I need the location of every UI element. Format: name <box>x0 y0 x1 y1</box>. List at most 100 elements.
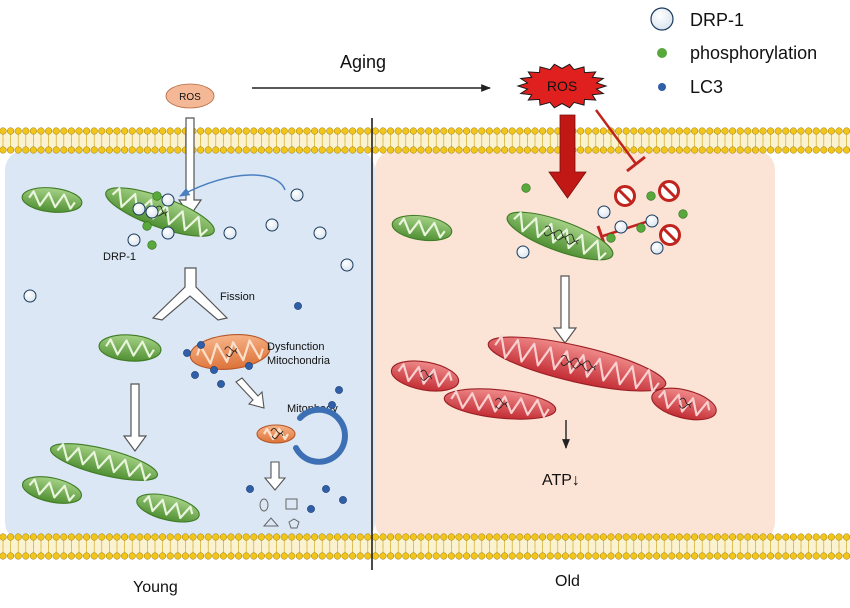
recycle-arrow <box>179 174 286 197</box>
drp1-particle <box>645 214 659 228</box>
phospho-particle <box>521 183 531 193</box>
drp1-particle <box>340 258 354 272</box>
autophagosome <box>293 406 348 465</box>
drp1-particle <box>614 220 628 234</box>
lc3-particle <box>183 349 191 357</box>
fragment-pentagon <box>288 518 300 529</box>
drp1-particle <box>132 202 146 216</box>
old-panel-label: Old <box>555 573 580 590</box>
no-symbol-icon <box>658 180 680 202</box>
aging-label: Aging <box>340 52 386 72</box>
phospho-particle <box>606 233 616 243</box>
fragment-oval <box>259 498 269 512</box>
mitochondrion <box>651 387 717 421</box>
to-fragments-arrow <box>263 461 287 491</box>
drp1-particle <box>145 205 159 219</box>
phospho-legend-marker <box>657 48 667 58</box>
mitochondrion <box>21 476 83 504</box>
mitochondrion <box>391 214 453 242</box>
lc3-particle <box>246 485 254 493</box>
drp1-particle <box>161 226 175 240</box>
phospho-particle <box>678 209 688 219</box>
drp1-legend-label: DRP-1 <box>690 10 744 30</box>
no-symbol-icon <box>614 185 636 207</box>
young-mito-long <box>49 443 159 481</box>
phospho-particle <box>142 221 152 231</box>
young-mito-bottom-left <box>21 476 83 504</box>
ros-old-burst <box>516 63 608 109</box>
lc3-particle <box>322 485 330 493</box>
lc3-particle <box>245 362 253 370</box>
lc3-particle <box>210 366 218 374</box>
mitochondrion <box>98 334 162 362</box>
mitochondrion <box>256 424 296 444</box>
ros-young-arrow <box>177 117 203 218</box>
phospho-particle <box>636 223 646 233</box>
lc3-particle <box>328 401 336 409</box>
phospho-particle <box>152 191 162 201</box>
young-panel-label: Young <box>133 579 178 596</box>
drp1-particle <box>290 188 304 202</box>
drp1-particle <box>597 205 611 219</box>
young-mito-daughter <box>98 334 162 362</box>
drp1-particle <box>313 226 327 240</box>
lc3-particle <box>339 496 347 504</box>
lc3-particle <box>294 302 302 310</box>
drp1-legend-marker <box>650 7 674 31</box>
old-mito-red-right <box>651 387 717 421</box>
drp1-particle <box>223 226 237 240</box>
mitochondrion <box>21 187 83 213</box>
young-down-arrow <box>122 383 148 453</box>
dysfunction-label-line2: Mitochondria <box>267 355 331 367</box>
ros-old-label: ROS <box>547 78 577 94</box>
ros-old-arrow <box>548 114 587 199</box>
phospho-particle <box>147 240 157 250</box>
drp1-particle <box>161 193 175 207</box>
engulfed-mito <box>256 424 296 444</box>
ros-young-badge <box>165 83 215 109</box>
cell-membrane-bottom <box>0 533 850 560</box>
legend: DRP-1 phosphorylation LC3 <box>650 7 817 97</box>
drp1-particle <box>265 218 279 232</box>
lc3-legend-label: LC3 <box>690 77 723 97</box>
ros-young-label: ROS <box>179 92 201 103</box>
young-mito-left <box>21 187 83 213</box>
phospho-legend-label: phosphorylation <box>690 43 817 63</box>
old-mito-red-bottom <box>443 388 557 420</box>
fission-arrow <box>151 267 229 321</box>
lc3-particle <box>335 386 343 394</box>
inhibit-line-1 <box>594 109 638 165</box>
young-mito-bottom-mid <box>136 493 200 523</box>
to-mitophagy-arrow <box>235 377 265 409</box>
fission-label: Fission <box>220 291 255 303</box>
dysfunctional-mito <box>189 334 271 370</box>
mitochondrion <box>49 443 159 481</box>
fragment-square <box>285 498 298 510</box>
fragment-triangle <box>262 517 280 527</box>
lc3-particle <box>307 505 315 513</box>
mitochondrion <box>189 334 271 370</box>
inhibit-bar-1 <box>626 155 646 173</box>
lc3-particle <box>191 371 199 379</box>
drp1-particle <box>516 245 530 259</box>
old-mito-left <box>391 214 453 242</box>
old-mito-red-left <box>390 360 460 392</box>
mitochondrion <box>390 360 460 392</box>
mitochondrion <box>136 493 200 523</box>
dysfunction-label-line1: Dysfunction <box>267 341 324 353</box>
mitochondrion <box>487 335 667 393</box>
young-cytoplasm <box>5 150 375 542</box>
atp-label: ATP↓ <box>542 472 580 489</box>
drp1-particle <box>650 241 664 255</box>
cell-membrane-top <box>0 127 850 154</box>
old-down-arrow <box>552 275 578 345</box>
drp1-particle <box>23 289 37 303</box>
mitochondrion <box>506 211 614 261</box>
lc3-legend-marker <box>658 83 666 91</box>
no-symbol-icon <box>659 224 681 246</box>
lc3-particle <box>197 341 205 349</box>
old-mito-red-long <box>487 335 667 393</box>
drp1-particle <box>127 233 141 247</box>
mitochondrion <box>443 388 557 420</box>
